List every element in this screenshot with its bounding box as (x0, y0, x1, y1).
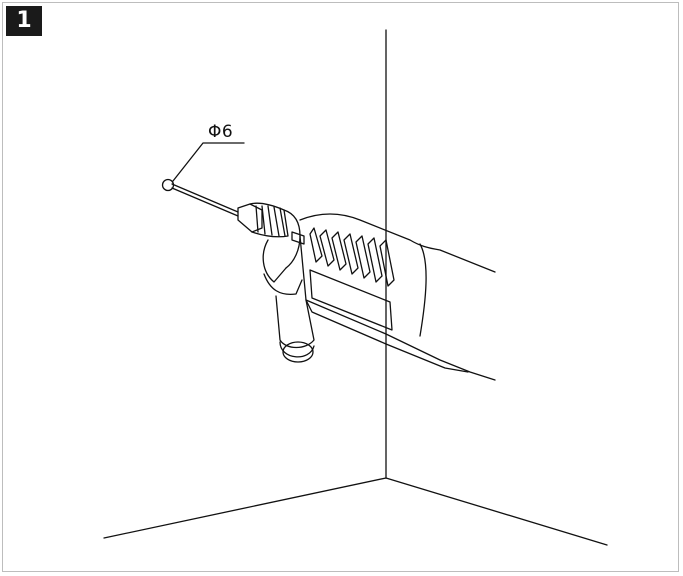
grip-ribs (309, 227, 395, 287)
drill-bit (171, 183, 239, 217)
auxiliary-handle (262, 239, 315, 363)
drill-chuck-icon (237, 202, 289, 238)
wall-corner-lines (103, 29, 608, 546)
step-number-badge: 1 (6, 6, 42, 36)
diameter-annotation: Φ6 (208, 122, 234, 142)
drill-hole-marker (161, 142, 245, 192)
drill-body (283, 209, 496, 381)
